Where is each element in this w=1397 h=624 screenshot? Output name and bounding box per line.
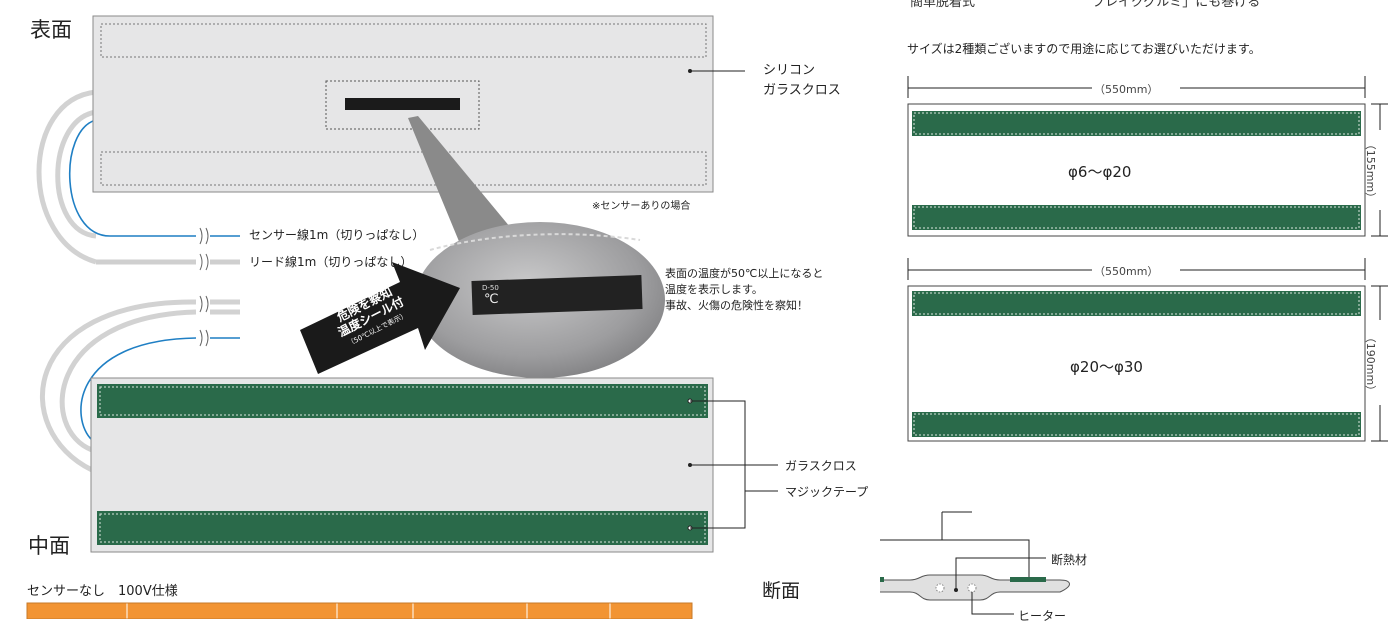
- heater-label: ヒーター: [1018, 609, 1067, 623]
- sensor-wire-label: センサー線1m（切りっぱなし）: [249, 228, 425, 242]
- size1-width: （550mm）: [1094, 83, 1159, 96]
- size2-range: φ20〜φ30: [1070, 358, 1143, 376]
- insulation-label: 断熱材: [1051, 553, 1088, 567]
- velcro-label: マジックテープ: [785, 485, 869, 499]
- section-title: 断面: [762, 580, 801, 602]
- heater-wire-icon: [935, 583, 945, 593]
- size1-height: （155mm）: [1364, 138, 1378, 204]
- size2-velcro-bottom: [912, 412, 1361, 437]
- size2-height: （190mm）: [1364, 331, 1378, 397]
- photo-sticker-strip: [471, 275, 643, 315]
- lead-wire-label: リード線1m（切りっぱなし）: [249, 255, 413, 269]
- size2-width: （550mm）: [1094, 265, 1159, 278]
- size-diagrams: [880, 76, 1388, 615]
- sticker-area: [325, 80, 480, 130]
- lead-cable-loop-inner: [55, 109, 97, 239]
- sensor-note: ※センサーありの場合: [592, 201, 691, 212]
- warning-arrow: [300, 262, 460, 374]
- sensor-wire-bottom: [80, 337, 240, 441]
- size1-range: φ6〜φ20: [1068, 163, 1132, 181]
- photo-unit: ℃: [484, 292, 499, 307]
- product-diagram: [26, 15, 778, 619]
- cable-break-icon: [199, 227, 209, 271]
- photo-code: D-50: [482, 284, 499, 292]
- size1-velcro-top: [912, 111, 1361, 136]
- temperature-sticker: [345, 98, 460, 110]
- velcro-strip-bottom: [97, 511, 708, 545]
- middle-title: 中面: [28, 534, 70, 558]
- spec-table-header: [27, 603, 692, 619]
- velcro-strip-top: [97, 384, 708, 418]
- size-intro: サイズは2種類ございますので用途に応じてお選びいただけます。: [907, 42, 1261, 56]
- spec-caption: センサーなし 100V仕様: [27, 584, 178, 599]
- top-cut-text: 簡単脱着式 プレイクグルミ」にも巻ける: [910, 0, 1261, 10]
- surface-seam-bottom: [100, 151, 707, 186]
- size2-velcro-top: [912, 291, 1361, 316]
- section-velcro-right: [1010, 577, 1046, 582]
- glass-cloth-label: ガラスクロス: [785, 459, 857, 473]
- heater-wire-icon: [967, 583, 977, 593]
- section-velcro-left: [880, 577, 884, 582]
- size1-velcro-bottom: [912, 205, 1361, 230]
- silicone-label: シリコン ガラスクロス: [763, 63, 841, 98]
- lead-cable-loop-top: [36, 89, 97, 265]
- surface-title: 表面: [30, 18, 72, 42]
- surface-seam-top: [100, 23, 707, 58]
- cable-break-icon: [199, 295, 209, 347]
- sensor-wire-top: [69, 119, 196, 237]
- temperature-description: 表面の温度が50℃以上になると 温度を表示します。 事故、火傷の危険性を察知！: [665, 267, 824, 312]
- lead-cable-loop-bottom: [39, 299, 240, 473]
